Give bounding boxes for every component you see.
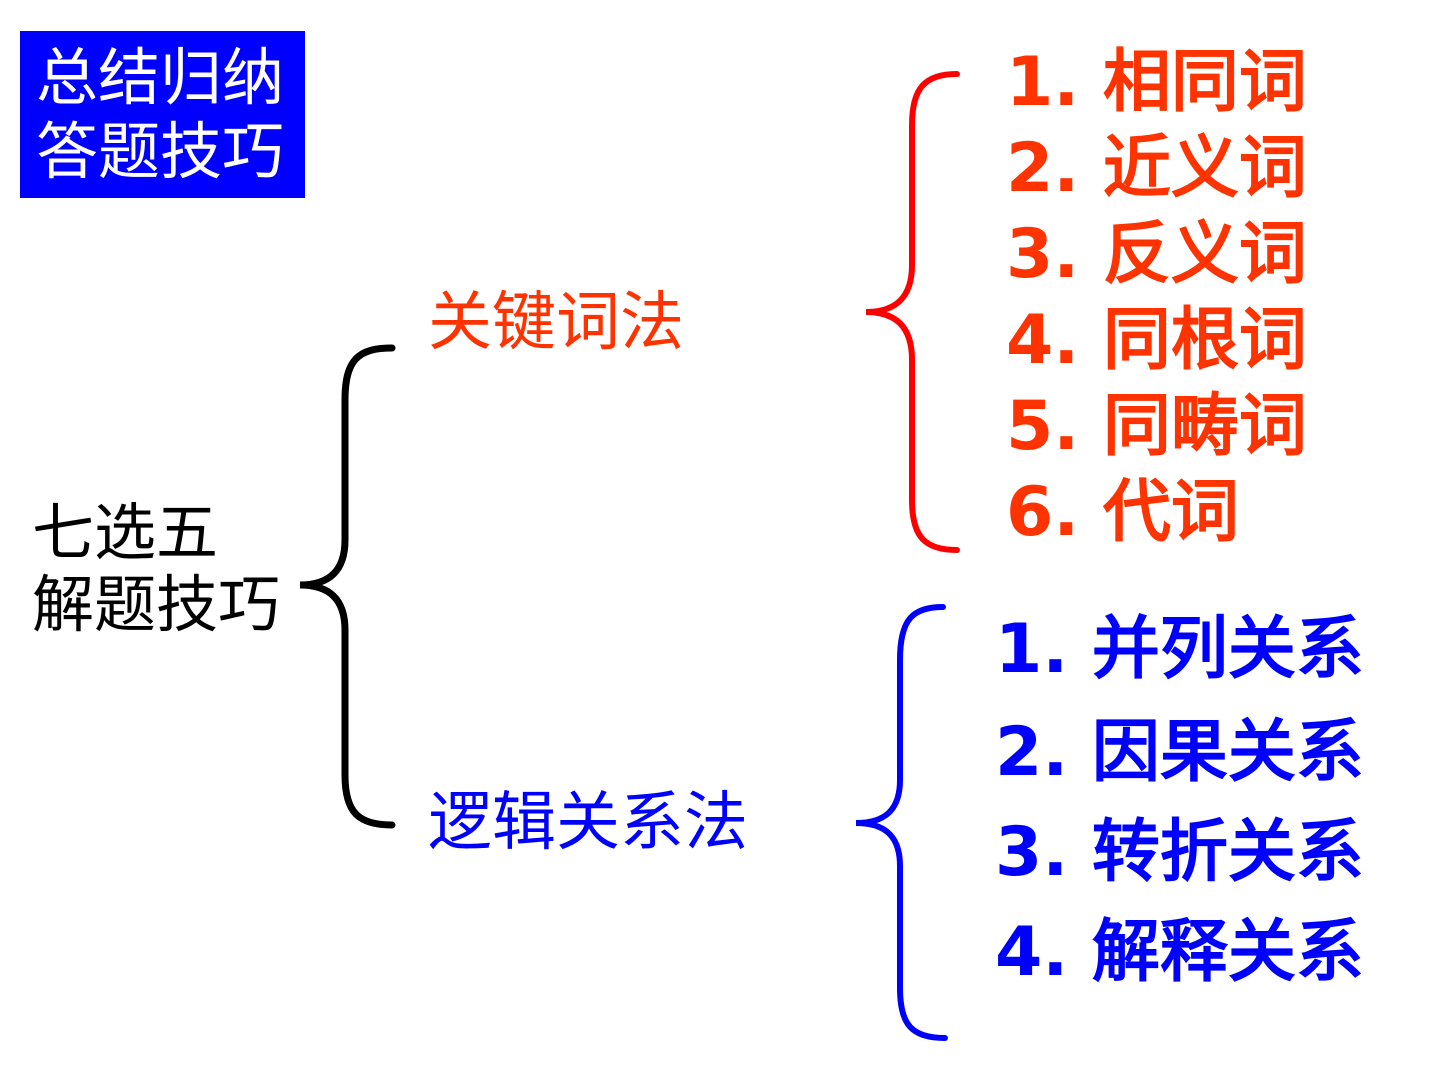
logic-item: 2. 因果关系 — [995, 713, 1364, 792]
keyword-item: 5. 同畴词 — [1006, 387, 1307, 466]
root-brace — [299, 344, 396, 829]
keyword-item: 3. 反义词 — [1006, 215, 1307, 294]
summary-title-line1: 总结归纳 — [36, 41, 285, 114]
logic-item: 3. 转折关系 — [995, 813, 1364, 892]
root-node: 七选五 解题技巧 — [32, 497, 280, 641]
keyword-item: 1. 相同词 — [1006, 43, 1307, 122]
keyword-brace — [865, 71, 960, 553]
summary-title-line2: 答题技巧 — [36, 115, 285, 188]
root-line1: 七选五 — [32, 496, 219, 569]
logic-item: 1. 并列关系 — [995, 610, 1364, 689]
keyword-item: 2. 近义词 — [1006, 129, 1307, 208]
logic-item: 4. 解释关系 — [995, 913, 1364, 992]
summary-title-box: 总结归纳 答题技巧 — [20, 31, 305, 198]
keyword-item: 6. 代词 — [1006, 473, 1239, 552]
keyword-item: 4. 同根词 — [1006, 301, 1307, 380]
root-line2: 解题技巧 — [32, 568, 281, 641]
branch-keyword-method: 关键词法 — [428, 286, 684, 360]
logic-brace — [855, 604, 948, 1041]
branch-logic-method: 逻辑关系法 — [428, 786, 748, 860]
